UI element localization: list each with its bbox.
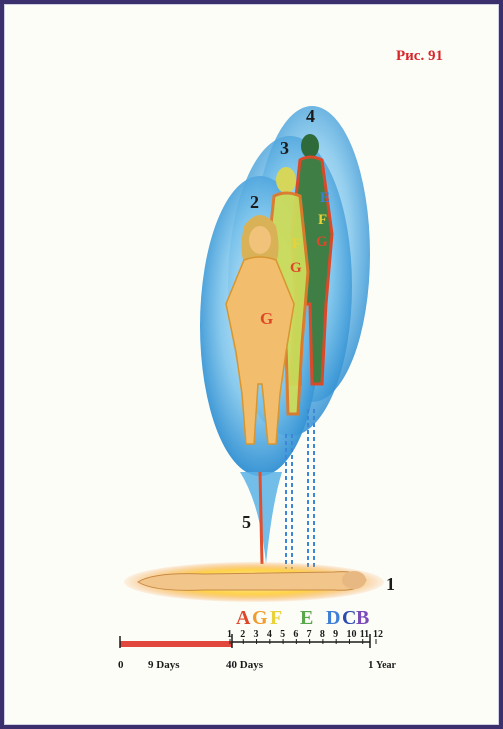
lying-body [124, 562, 384, 602]
timeline-tick-12: 12 [373, 629, 383, 640]
timeline-tick-8: 8 [320, 629, 325, 640]
bottom-letter-g: G [252, 607, 268, 629]
timeline-label-9-days: 9 Days [148, 659, 180, 671]
timeline-tick-6: 6 [293, 629, 298, 640]
timeline-tick-11: 11 [360, 629, 369, 640]
timeline-label-40-days: 40 Days [226, 659, 264, 671]
timeline-label-0: 0 [118, 659, 124, 671]
stage-number-2: 2 [250, 192, 259, 212]
body-4-letter-e: E [320, 190, 330, 206]
body-3-letter-f: F [292, 236, 301, 252]
stage-number-3: 3 [280, 138, 289, 158]
body-4-letter-g: G [316, 234, 328, 250]
timeline-tick-5: 5 [280, 629, 285, 640]
timeline-label-year: Year [376, 660, 397, 671]
timeline-tick-3: 3 [254, 629, 259, 640]
stage-number-5: 5 [242, 512, 251, 532]
timeline-red-bar [120, 641, 232, 647]
timeline-tick-9: 9 [333, 629, 338, 640]
timeline-tick-7: 7 [307, 629, 312, 640]
bottom-letter-b: B [356, 607, 369, 629]
timeline-tick-4: 4 [267, 629, 272, 640]
bottom-letter-e: E [300, 607, 313, 629]
page: Рис. 91 [4, 4, 499, 725]
bottom-letter-c: C [342, 607, 356, 629]
silver-cord [260, 472, 262, 564]
timeline-tick-1: 1 [227, 629, 232, 640]
timeline-label-1: 1 [368, 659, 374, 671]
body-3-letter-g: G [290, 260, 302, 276]
bottom-letter-a: A [236, 607, 251, 629]
body-4-letter-f: F [318, 212, 327, 228]
stage-number-4: 4 [306, 106, 315, 126]
bottom-letter-d: D [326, 607, 340, 629]
stage-number-1: 1 [386, 574, 395, 594]
timeline-tick-10: 10 [346, 629, 356, 640]
body-2-letter: G [260, 309, 273, 328]
timeline-tick-2: 2 [240, 629, 245, 640]
bottom-letter-f: F [270, 607, 282, 629]
